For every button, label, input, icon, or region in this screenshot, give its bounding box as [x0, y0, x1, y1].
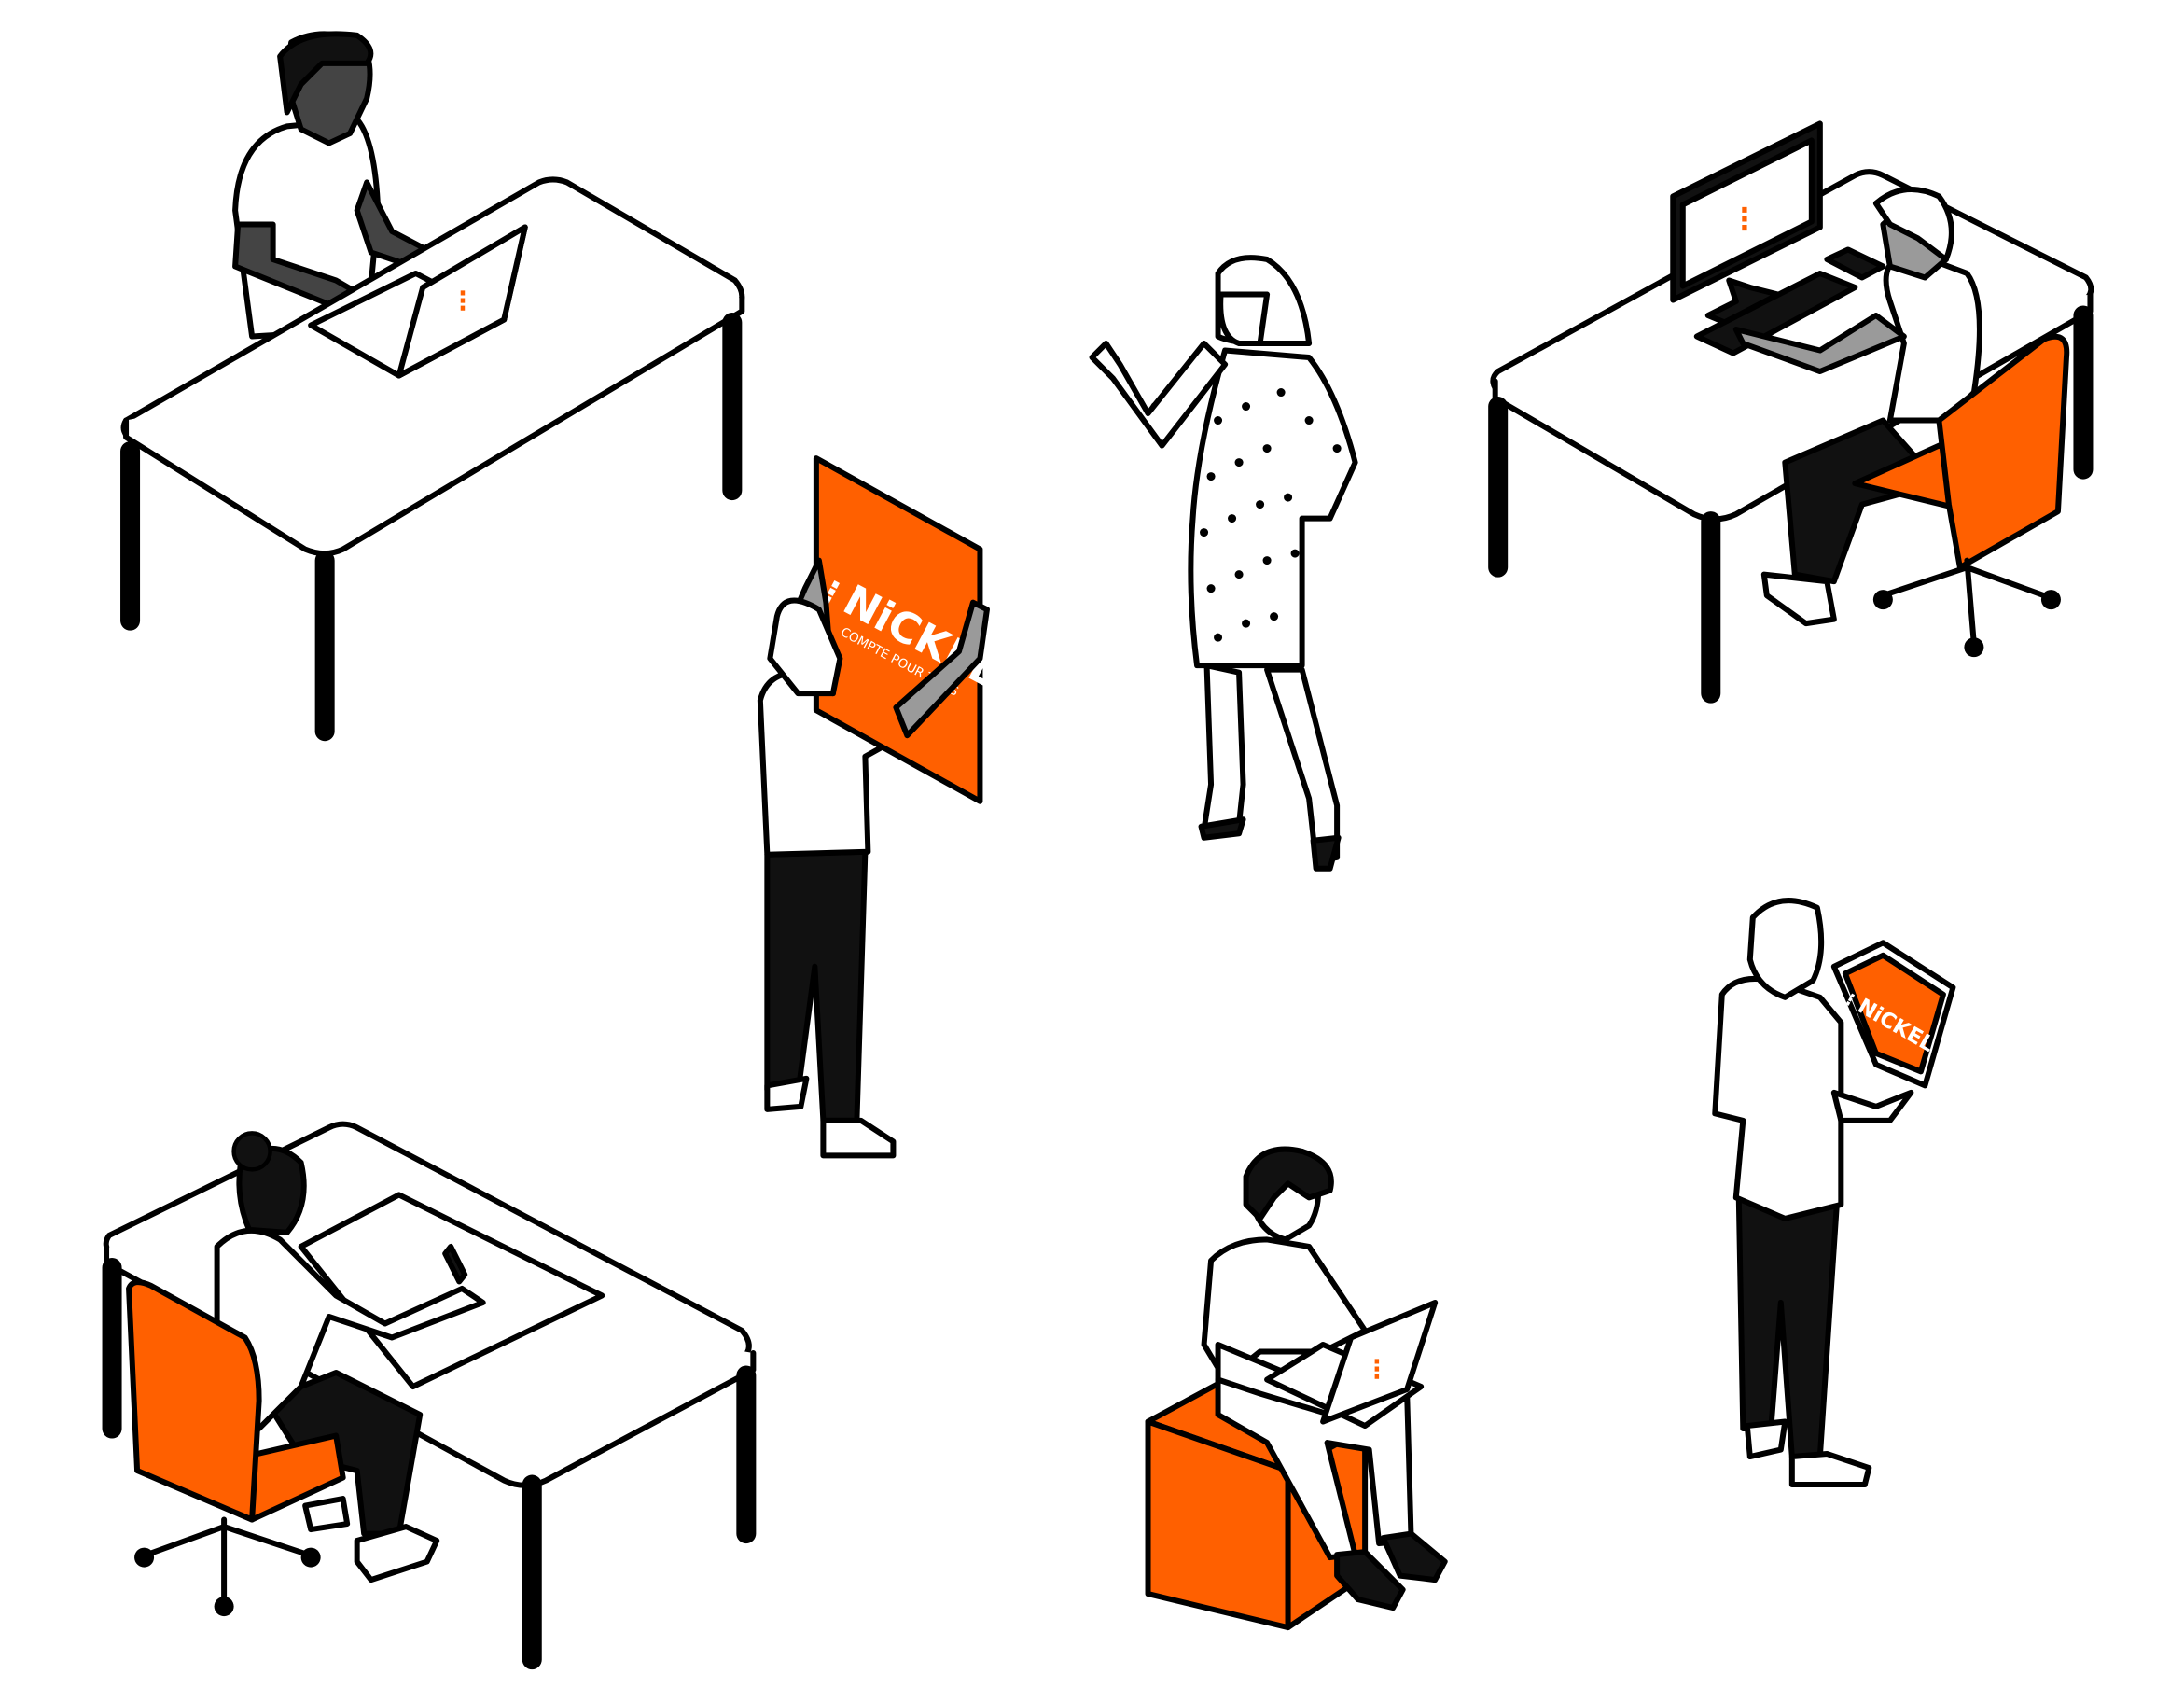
nickel-mark-icon: ⁝: [458, 286, 468, 319]
nickel-mark-icon: ⁝: [1372, 1353, 1383, 1387]
person-holding-sign: NiCKEL COMPTE POUR TOUS ⁝: [757, 455, 1008, 1159]
nickel-mark-icon: ⁝: [1739, 200, 1750, 240]
desk-bottom-left-scene: [102, 1121, 757, 1670]
seated-person-drawing: [214, 1131, 486, 1583]
desk-top-left-scene: ⁝: [120, 31, 745, 742]
polka-dress: [1188, 347, 1358, 669]
laptop-orange: NiCKEL ⁝: [1830, 940, 1956, 1123]
chair-back: [1936, 333, 2070, 571]
desk-top-right-scene: ⁝: [1488, 120, 2094, 704]
person-on-box-scene: ⁝: [1145, 1146, 1448, 1631]
standing-person-dark: [232, 31, 449, 340]
chair-back: [126, 1279, 262, 1523]
office-chair-orange: [1852, 333, 2070, 658]
laptop-icon: ⁝: [308, 224, 528, 379]
laptop-icon: ⁝: [1264, 1299, 1439, 1430]
person-with-laptop-scene: NiCKEL ⁝: [1712, 898, 1956, 1488]
office-chair-orange: [126, 1279, 346, 1617]
woman-polka-dress: [1089, 255, 1358, 872]
